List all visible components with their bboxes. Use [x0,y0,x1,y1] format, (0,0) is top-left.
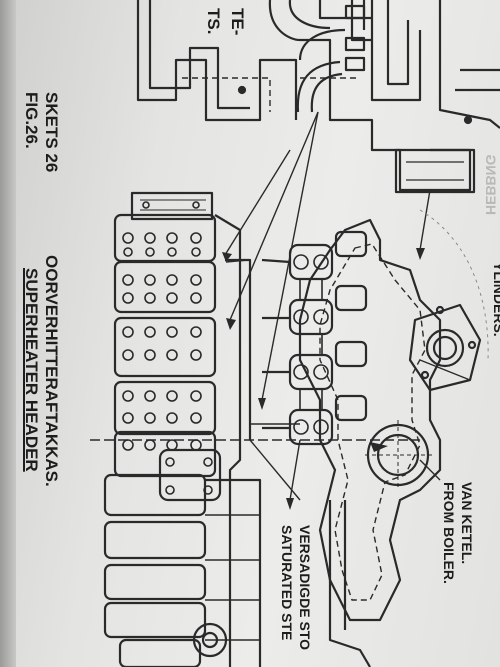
title-english: SUPERHEATER HEADER [22,268,41,472]
top-outlet-assembly [136,0,500,194]
background-circle-ghost [419,209,489,361]
title-afrikaans: OORVERHITTERAFTAKKAS. [42,255,61,487]
bolt-holes [122,201,329,495]
figure-number: FIG.26. [22,92,41,149]
paper-binding-edge [0,0,16,667]
arrowheads [222,248,425,510]
top-label-partial-2: TS. [204,8,223,35]
sketch-number: SKETS 26 [42,92,61,173]
header-casting-right [298,218,482,667]
bleed-through-text: HEBBNG [483,154,499,215]
cylinders-label: YLINDERS. [491,262,500,337]
header-bank-left [103,191,262,667]
leader-lines [90,111,471,501]
valve-mountings [261,230,368,446]
saturated-steam-label-en: SATURATED STE [279,525,295,641]
from-boiler-label-en: FROM BOILER. [441,482,457,584]
from-boiler-label-af: VAN KETEL. [459,482,475,565]
top-label-partial-1: TE- [228,8,247,36]
saturated-steam-label-af: VERSADIGDE STO [297,525,313,650]
